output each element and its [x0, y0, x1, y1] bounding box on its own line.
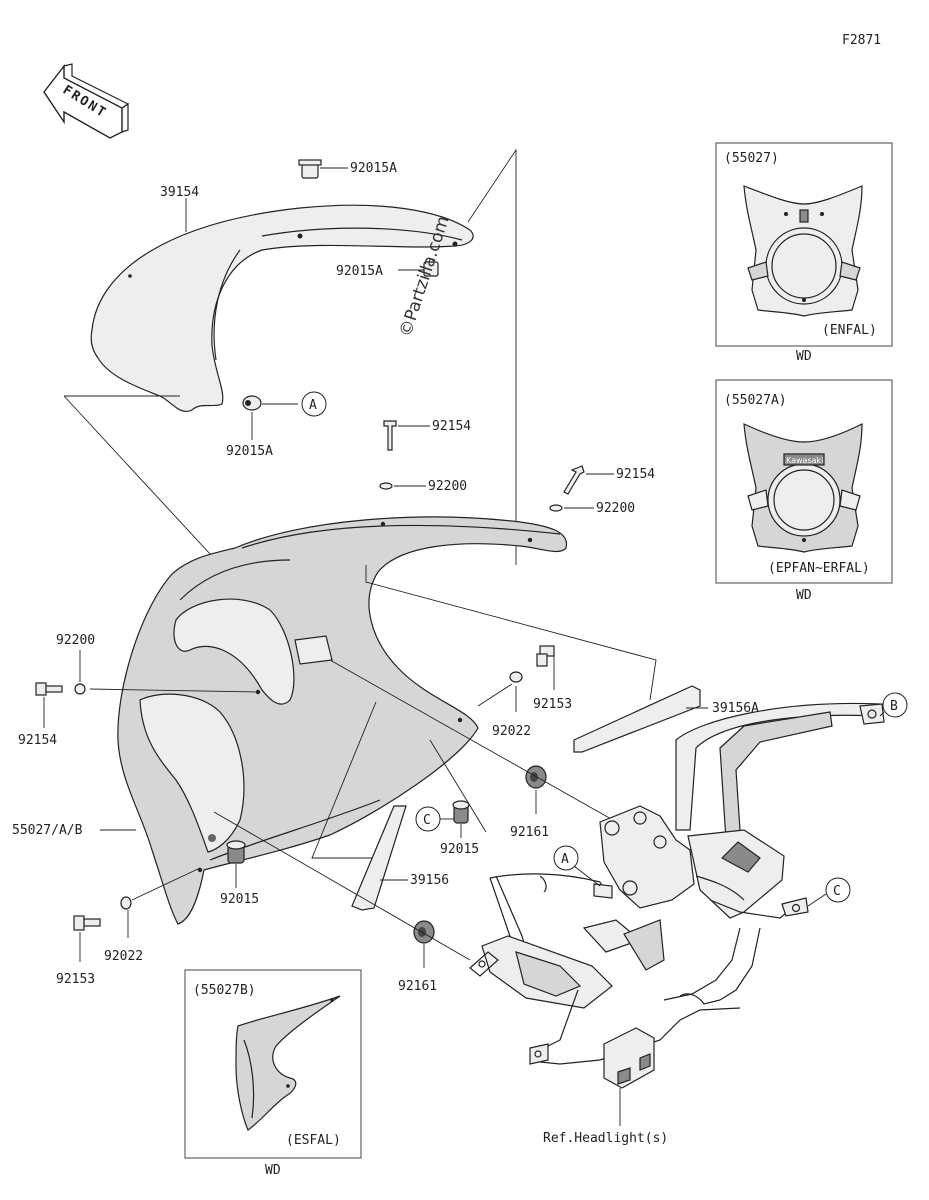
callout-a-top-label: A — [309, 398, 317, 413]
label-92015A-low: 92015A — [226, 444, 273, 459]
trim-strip-39156 — [351, 805, 407, 911]
grommet-92015A-mid — [423, 261, 439, 277]
collar-92015-b — [226, 840, 246, 864]
inset-55027-code: (55027) — [724, 151, 779, 166]
label-39156: 39156 — [410, 873, 449, 888]
label-92200-a: 92200 — [428, 479, 467, 494]
label-92154-a: 92154 — [432, 419, 471, 434]
label-92200-c: 92200 — [56, 633, 95, 648]
bolt-92153-a — [536, 645, 555, 667]
callout-a-mid-label: A — [561, 852, 569, 867]
label-92015A-top: 92015A — [350, 161, 397, 176]
label-92022-b: 92022 — [104, 949, 143, 964]
grommet-92015A-low — [242, 395, 262, 411]
screw-92154-c — [35, 682, 63, 696]
inset-55027B-note: WD — [265, 1163, 281, 1178]
collar-92015-a — [452, 800, 470, 824]
ref-headlight-label: Ref.Headlight(s) — [543, 1131, 668, 1146]
label-92015-b: 92015 — [220, 892, 259, 907]
label-92154-c: 92154 — [18, 733, 57, 748]
grommet-92161-b — [413, 920, 435, 944]
inset-55027A-code: (55027A) — [724, 393, 787, 408]
label-92153-b: 92153 — [56, 972, 95, 987]
inset-55027A: (55027A) Kawasaki (EPFAN~ERFAL) — [715, 379, 893, 584]
front-arrow-icon: FRONT — [43, 63, 130, 139]
inset-55027B: (55027B) (ESFAL) — [184, 969, 362, 1159]
trim-strip-39156A — [573, 685, 701, 753]
label-92015-a: 92015 — [440, 842, 479, 857]
label-92015A-mid: 92015A — [336, 264, 383, 279]
inset-55027A-brand: Kawasaki — [786, 456, 823, 465]
callout-c-left-label: C — [423, 813, 431, 828]
label-92200-b: 92200 — [596, 501, 635, 516]
label-39154: 39154 — [160, 185, 199, 200]
cowl-stay-bracket — [469, 702, 885, 1089]
label-92153-a: 92153 — [533, 697, 572, 712]
washer-92022-a — [509, 671, 523, 683]
screw-92154-b — [563, 465, 585, 495]
inset-55027A-variant: (EPFAN~ERFAL) — [768, 561, 870, 576]
washer-92200-a — [379, 482, 393, 490]
inset-55027-variant: (ENFAL) — [822, 323, 877, 338]
callout-c-right-label: C — [833, 884, 841, 899]
screw-92154-a — [383, 420, 397, 451]
callout-b — [882, 692, 908, 718]
grommet-92015A-top — [298, 159, 322, 179]
callout-c-right — [825, 877, 851, 903]
washer-92022-b — [120, 896, 132, 910]
figure-code: F2871 — [842, 33, 881, 48]
inset-55027: (55027) (ENFAL) — [715, 142, 893, 347]
label-39156A: 39156A — [712, 701, 759, 716]
washer-92200-b — [549, 504, 563, 512]
callout-a-mid — [553, 845, 579, 871]
label-55027AB: 55027/A/B — [12, 823, 83, 838]
label-92161-a: 92161 — [510, 825, 549, 840]
inset-55027B-variant: (ESFAL) — [286, 1133, 341, 1148]
label-92154-b: 92154 — [616, 467, 655, 482]
inset-55027A-note: WD — [796, 588, 812, 603]
washer-92200-c — [74, 683, 86, 695]
inset-55027B-code: (55027B) — [193, 983, 256, 998]
label-92161-b: 92161 — [398, 979, 437, 994]
upper-cowl-55027 — [117, 516, 568, 925]
callout-a-top — [301, 391, 327, 417]
callout-b-label: B — [890, 699, 898, 714]
label-92022-a: 92022 — [492, 724, 531, 739]
inset-55027-note: WD — [796, 349, 812, 364]
bolt-92153-b — [73, 915, 101, 931]
